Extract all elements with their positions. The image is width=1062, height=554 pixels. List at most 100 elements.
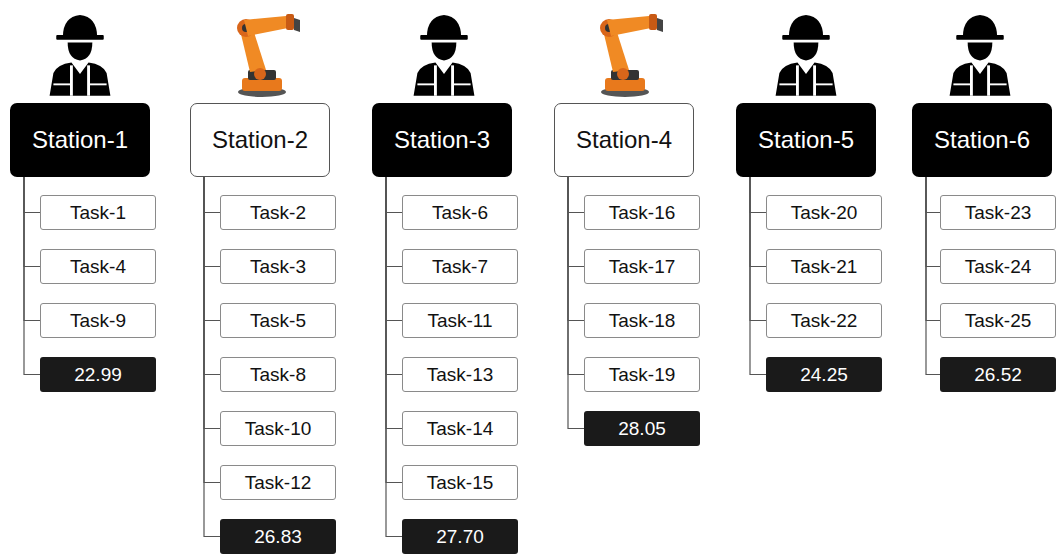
task-box: Task-25 — [940, 303, 1056, 338]
worker-icon — [50, 15, 111, 96]
station-label: Station-2 — [212, 126, 308, 154]
tree-connector — [204, 177, 220, 375]
task-label: Task-11 — [427, 310, 492, 332]
tree-connector — [386, 177, 402, 213]
task-label: Task-13 — [427, 364, 494, 386]
task-label: Task-9 — [70, 310, 126, 332]
task-label: Task-23 — [965, 202, 1032, 224]
worker-icon — [776, 15, 837, 96]
tree-connector — [24, 177, 40, 375]
time-value: 26.52 — [974, 364, 1022, 386]
task-label: Task-21 — [791, 256, 858, 278]
station-label: Station-1 — [32, 126, 128, 154]
task-box: Task-13 — [402, 357, 518, 392]
task-label: Task-15 — [427, 472, 494, 494]
tree-connector — [204, 177, 220, 267]
task-label: Task-16 — [609, 202, 676, 224]
task-label: Task-7 — [432, 256, 488, 278]
tree-connector — [204, 177, 220, 537]
time-value: 24.25 — [800, 364, 848, 386]
worker-icon — [414, 15, 475, 96]
station-box: Station-5 — [736, 103, 876, 177]
time-value: 27.70 — [436, 526, 484, 548]
task-label: Task-8 — [250, 364, 306, 386]
task-label: Task-24 — [965, 256, 1032, 278]
task-label: Task-4 — [70, 256, 126, 278]
tree-connector — [750, 177, 766, 213]
time-value: 22.99 — [74, 364, 122, 386]
tree-connector — [750, 177, 766, 267]
task-label: Task-5 — [250, 310, 306, 332]
tree-connector — [24, 177, 40, 321]
task-box: Task-17 — [584, 249, 700, 284]
task-box: Task-14 — [402, 411, 518, 446]
task-label: Task-12 — [245, 472, 312, 494]
task-label: Task-25 — [965, 310, 1032, 332]
time-value: 26.83 — [254, 526, 302, 548]
station-label: Station-6 — [934, 126, 1030, 154]
task-box: Task-19 — [584, 357, 700, 392]
tree-connector — [204, 177, 220, 213]
time-value: 28.05 — [618, 418, 666, 440]
task-label: Task-6 — [432, 202, 488, 224]
time-box: 26.52 — [940, 357, 1056, 392]
tree-connector — [204, 177, 220, 321]
task-box: Task-5 — [220, 303, 336, 338]
time-box: 26.83 — [220, 519, 336, 554]
station-box: Station-3 — [372, 103, 512, 177]
tree-connector — [386, 177, 402, 537]
task-box: Task-18 — [584, 303, 700, 338]
task-box: Task-9 — [40, 303, 156, 338]
task-box: Task-12 — [220, 465, 336, 500]
task-box: Task-21 — [766, 249, 882, 284]
time-box: 27.70 — [402, 519, 518, 554]
task-label: Task-22 — [791, 310, 858, 332]
tree-connector — [204, 177, 220, 483]
station-label: Station-3 — [394, 126, 490, 154]
tree-connector — [24, 177, 40, 213]
tree-connector — [926, 177, 940, 267]
task-label: Task-18 — [609, 310, 676, 332]
task-box: Task-20 — [766, 195, 882, 230]
task-box: Task-10 — [220, 411, 336, 446]
station-label: Station-5 — [758, 126, 854, 154]
worker-icon — [950, 15, 1011, 96]
tree-connector — [568, 177, 584, 267]
task-box: Task-11 — [402, 303, 518, 338]
tree-connector — [386, 177, 402, 429]
tree-connector — [568, 177, 584, 429]
task-box: Task-1 — [40, 195, 156, 230]
task-label: Task-20 — [791, 202, 858, 224]
task-box: Task-24 — [940, 249, 1056, 284]
time-box: 22.99 — [40, 357, 156, 392]
task-box: Task-6 — [402, 195, 518, 230]
task-box: Task-3 — [220, 249, 336, 284]
time-box: 24.25 — [766, 357, 882, 392]
tree-connector — [926, 177, 940, 213]
station-label: Station-4 — [576, 126, 672, 154]
station-box: Station-6 — [912, 103, 1052, 177]
tree-connector — [568, 177, 584, 321]
task-box: Task-2 — [220, 195, 336, 230]
robot-icon — [237, 14, 300, 97]
tree-connector — [386, 177, 402, 375]
station-box: Station-1 — [10, 103, 150, 177]
tree-connector — [386, 177, 402, 267]
tree-connector — [24, 177, 40, 267]
task-box: Task-4 — [40, 249, 156, 284]
tree-connector — [386, 177, 402, 483]
tree-connector — [204, 177, 220, 429]
task-box: Task-23 — [940, 195, 1056, 230]
task-label: Task-3 — [250, 256, 306, 278]
tree-connector — [926, 177, 940, 321]
task-label: Task-14 — [427, 418, 494, 440]
task-label: Task-19 — [609, 364, 676, 386]
robot-icon — [600, 14, 663, 97]
tree-connector — [750, 177, 766, 375]
tree-connector — [750, 177, 766, 321]
time-box: 28.05 — [584, 411, 700, 446]
tree-connector — [926, 177, 940, 375]
